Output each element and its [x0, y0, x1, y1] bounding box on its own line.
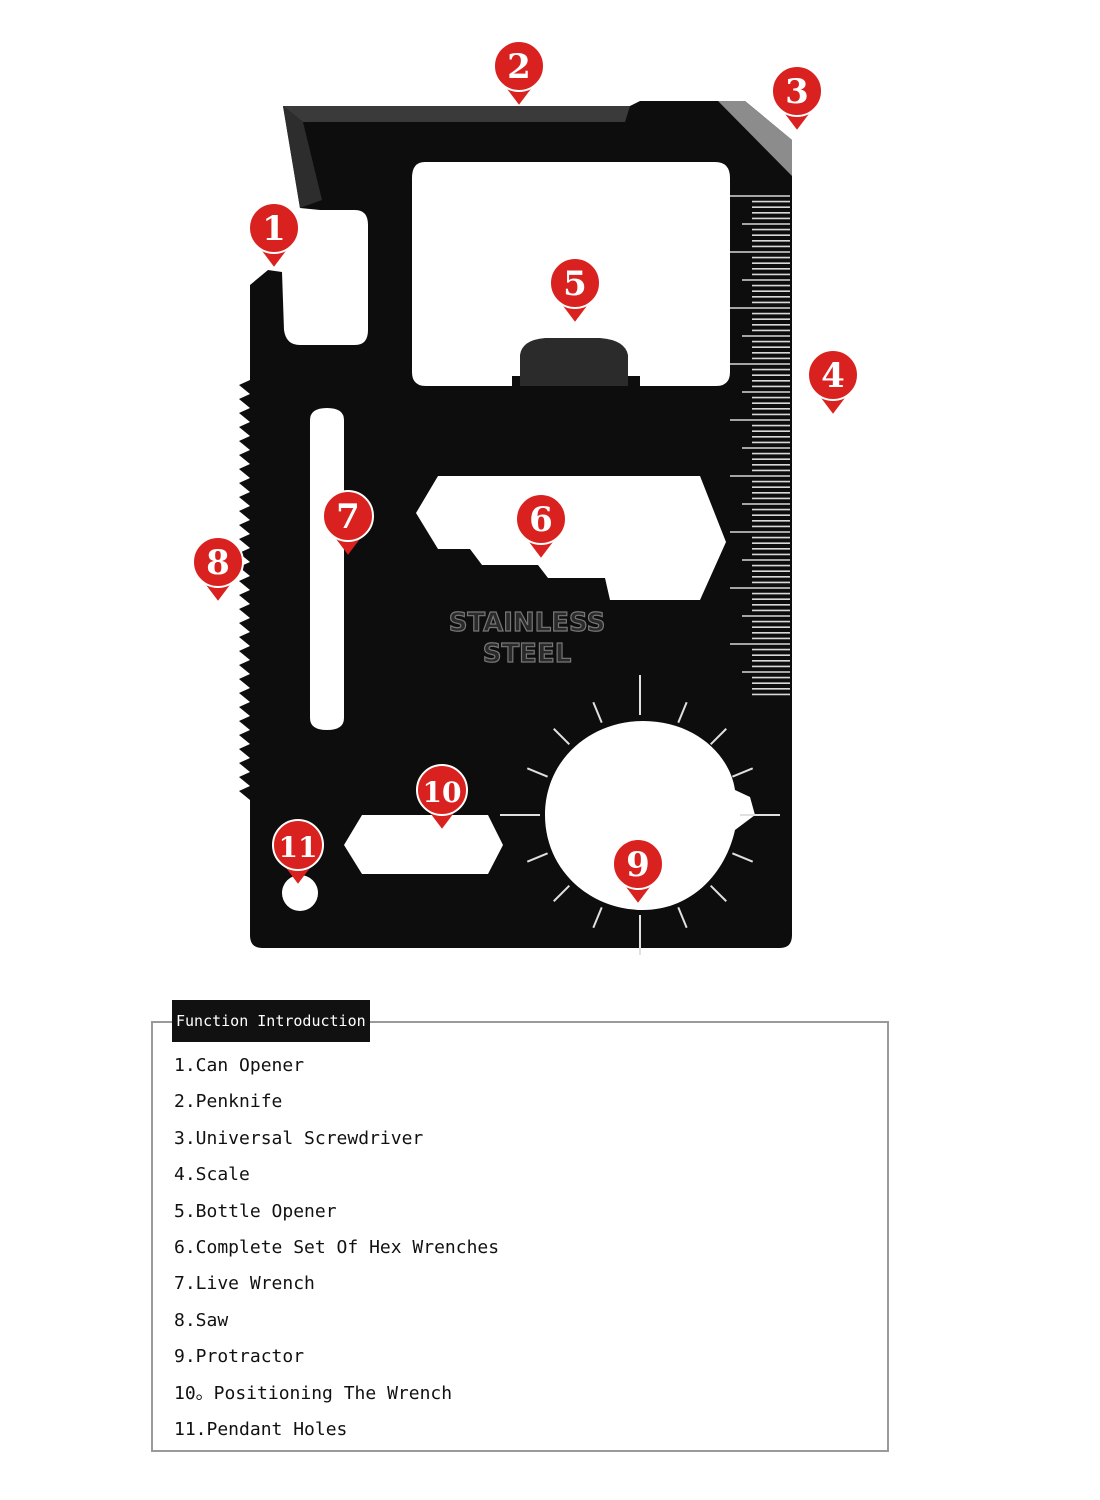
multitool-card: STAINLESS STEEL [239, 101, 792, 955]
marker-badge [493, 40, 545, 92]
marker-badge [416, 764, 468, 816]
legend-item: 11.Pendant Holes [174, 1418, 348, 1440]
legend-item: 2.Penknife [174, 1091, 283, 1113]
legend-list: 1.Can Opener 2.Penknife 3.Universal Screwd… [174, 1048, 499, 1448]
marker-universal-screwdriver: 3 [771, 65, 823, 130]
marker-badge [192, 536, 244, 588]
legend-title: Function Introduction [172, 1000, 370, 1042]
protractor-ray [526, 852, 548, 863]
marker-number: 8 [206, 543, 230, 583]
marker-positioning-wrench: 10 [416, 764, 468, 829]
legend-box [151, 1021, 889, 1452]
legend-item: 8.Saw [174, 1309, 229, 1331]
marker-number: 3 [785, 72, 809, 112]
marker-protractor: 9 [612, 838, 664, 903]
marker-number: 7 [336, 497, 360, 537]
marker-number: 4 [821, 356, 845, 396]
marker-number: 2 [507, 47, 531, 87]
screwdriver-bevel [718, 101, 792, 176]
protractor-ray [592, 907, 603, 929]
engraving-line-1: STAINLESS [449, 608, 606, 638]
marker-badge [322, 490, 374, 542]
legend-item: 4.Scale [174, 1164, 250, 1186]
marker-badge [807, 349, 859, 401]
bottle-opener-lip [520, 338, 628, 386]
marker-number: 10 [423, 776, 462, 809]
protractor-ray [710, 728, 727, 745]
protractor-ray [553, 728, 570, 745]
legend-item: 6.Complete Set Of Hex Wrenches [174, 1236, 500, 1258]
marker-layer: 1 2 3 4 5 6 7 8 9 10 11 [192, 40, 859, 903]
marker-number: 5 [563, 264, 587, 304]
marker-badge [515, 493, 567, 545]
marker-bottle-opener: 5 [549, 257, 601, 322]
protractor-ray [710, 885, 727, 902]
protractor-ray [526, 767, 548, 778]
marker-penknife: 2 [493, 40, 545, 105]
saw-teeth [239, 380, 250, 800]
card-body [250, 101, 792, 948]
marker-badge [612, 838, 664, 890]
marker-pendant-holes: 11 [272, 819, 324, 884]
marker-badge [272, 819, 324, 871]
marker-badge [771, 65, 823, 117]
legend-item: 5.Bottle Opener [174, 1200, 337, 1222]
legend-item: 1.Can Opener [174, 1055, 305, 1076]
marker-number: 9 [626, 845, 650, 885]
protractor-ray [677, 701, 688, 723]
marker-badge [248, 202, 300, 254]
engraving-line-2: STEEL [483, 639, 572, 669]
penknife-blade-bevel [283, 106, 630, 122]
protractor-ray [732, 767, 754, 778]
legend-item: 10。Positioning The Wrench [174, 1382, 453, 1404]
scale [730, 195, 790, 696]
legend-item: 3.Universal Screwdriver [174, 1127, 424, 1149]
protractor-ray [592, 701, 603, 723]
marker-hex-wrenches: 6 [515, 493, 567, 558]
marker-number: 1 [262, 209, 286, 249]
marker-scale: 4 [807, 349, 859, 414]
marker-badge [549, 257, 601, 309]
marker-number: 6 [529, 500, 553, 540]
multitool-card-diagram: STAINLESS STEEL 1 2 3 4 5 6 7 8 9 10 11 [192, 40, 859, 955]
marker-live-wrench: 7 [322, 490, 374, 555]
protractor-ray [553, 885, 570, 902]
marker-saw: 8 [192, 536, 244, 601]
protractor-ray [732, 852, 754, 863]
marker-can-opener: 1 [248, 202, 300, 267]
legend-item: 7.Live Wrench [174, 1273, 315, 1295]
legend-item: 9.Protractor [174, 1346, 305, 1368]
can-opener-hook-bevel [283, 106, 322, 208]
protractor-ray [677, 907, 688, 929]
marker-number: 11 [279, 831, 318, 864]
protractor-rays [500, 675, 780, 955]
